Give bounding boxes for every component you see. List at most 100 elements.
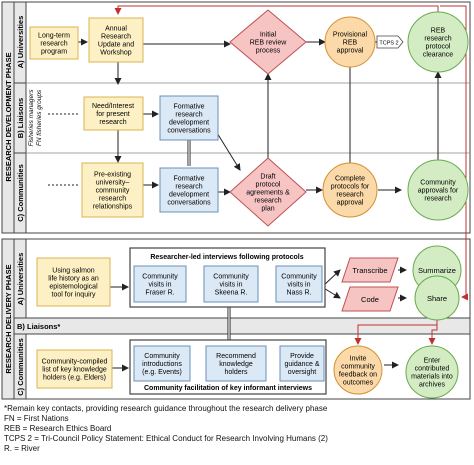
initial-label-line: Initial (260, 32, 277, 39)
tcps2-label: TCPS 2 (379, 41, 398, 47)
recommend-label-line: Recommend (216, 353, 256, 360)
annual-label-line: Update and (98, 42, 134, 49)
draft-label-line: protocol (256, 182, 281, 189)
annual-label-line: Workshop (100, 50, 131, 57)
enter-label-line: contributed (415, 366, 450, 373)
delivery-phase-title: RESEARCH DELIVERY PHASE (4, 264, 13, 373)
salmon-label-line: Using salmon (52, 268, 95, 275)
complete-label-line: Complete (335, 176, 365, 183)
guidance-label-line: guidance & (284, 361, 319, 368)
side-note-fn-fisheries-groups: FN fisheries groups (36, 89, 43, 146)
draft-label-line: Draft (260, 174, 275, 181)
nass-label-line: Nass R. (287, 290, 312, 297)
fraser-label-line: Fraser R. (145, 290, 174, 297)
node-share: Share (414, 275, 460, 321)
salmon-label-line: life history as an (48, 276, 99, 283)
summarize-label: Summarize (418, 266, 456, 275)
fraser-label-line: visits in (149, 282, 172, 289)
formb-label-line: Formative (173, 104, 204, 111)
commapp-label-line: approvals for (418, 188, 459, 195)
footnote-river: R. = River (4, 444, 40, 453)
need-label-line: Need/Interest (92, 103, 134, 110)
annual-label-line: Annual (105, 26, 127, 33)
list-label-line: Community-compiled (42, 359, 108, 366)
clear-label-line: REB (431, 28, 446, 35)
node-code: Code (341, 286, 399, 312)
recommend-label-line: holders (225, 369, 248, 376)
dev-lane-universities: A) Universities (16, 16, 25, 69)
enter-label-line: archives (419, 382, 446, 389)
formb-label-line: research (175, 112, 202, 119)
prov-label-line: Provisional (333, 32, 368, 39)
guidance-label-line: Provide (290, 353, 314, 360)
skeena-label-line: Skeena R. (215, 290, 248, 297)
footnote-fn: FN = First Nations (4, 414, 69, 423)
initial-label-line: process (256, 48, 281, 55)
invite-label-line: feedback on (339, 372, 377, 379)
formb-label-line: conversations (167, 128, 211, 135)
del-lane-liaisons: B) Liaisons* (17, 322, 60, 331)
invite-label-line: Invite (350, 356, 367, 363)
draft-label-line: research (254, 198, 281, 205)
complete-label-line: approval (337, 200, 364, 207)
footnote-reb: REB = Research Ethics Board (4, 424, 112, 433)
formc-label-line: Formative (173, 176, 204, 183)
salmon-label-line: tool for inquiry (52, 292, 96, 299)
intro-label-line: introductions (142, 361, 182, 368)
enter-label-line: materials into (411, 374, 453, 381)
clear-label-line: research (424, 36, 451, 43)
list-label-line: holders (e.g. Elders) (43, 375, 106, 382)
node-transcribe: Transcribe (341, 257, 399, 283)
prov-label-line: approval (337, 48, 364, 55)
draft-label-line: agreements & (246, 190, 290, 197)
footnote-liaisons: *Remain key contacts, providing research… (4, 404, 328, 413)
pre-label-line: relationships (93, 204, 133, 211)
lt-label-line: Long-term (38, 33, 70, 40)
feedback-arrows (114, 5, 468, 345)
formc-label-line: research (175, 184, 202, 191)
pre-label-line: research (99, 196, 126, 203)
clear-label-line: clearance (423, 52, 453, 59)
formb-label-line: development (169, 120, 209, 127)
code-label: Code (361, 295, 379, 304)
dev-lane-communities: C) Communities (16, 164, 25, 222)
share-label: Share (427, 294, 447, 303)
pre-label-line: community (96, 188, 130, 195)
formc-label-line: conversations (167, 200, 211, 207)
recommend-label-line: knowledge (219, 361, 253, 368)
enter-label-line: Enter (424, 358, 441, 365)
researcher-led-title: Researcher-led interviews following prot… (150, 254, 303, 261)
del-lane-universities: A) Universities (16, 253, 25, 306)
